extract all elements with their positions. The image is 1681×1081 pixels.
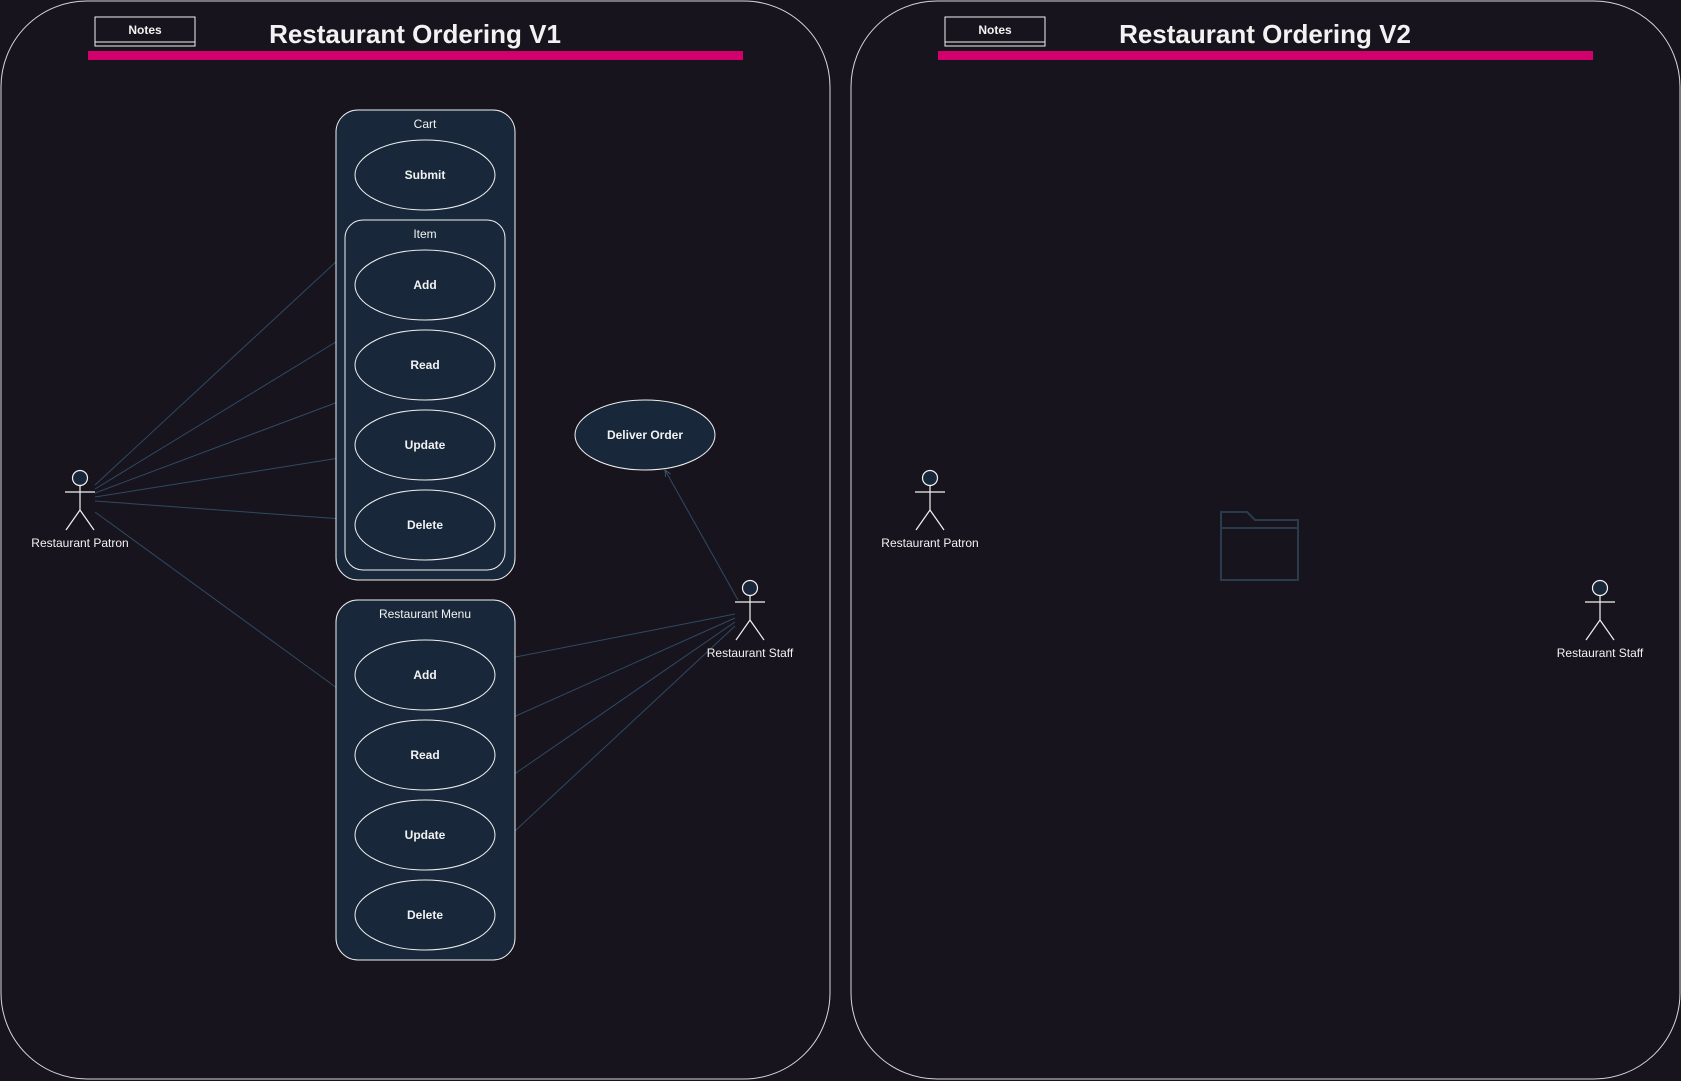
use-case-deliver-order[interactable]: Deliver Order <box>574 399 716 471</box>
use-case-submit[interactable]: Submit <box>354 139 496 211</box>
folder-icon <box>1220 511 1299 581</box>
title-accent-bar <box>88 51 743 60</box>
use-case-item-delete[interactable]: Delete <box>354 489 496 561</box>
use-case-item-update[interactable]: Update <box>354 409 496 481</box>
actor-label: Restaurant Staff <box>707 646 794 660</box>
restaurant-menu-group[interactable]: Restaurant Menu Add Read Update Delete <box>335 599 516 961</box>
association-patron-item-update <box>94 455 358 498</box>
use-case-label: Add <box>413 278 436 292</box>
panel-title: Restaurant Ordering V1 <box>269 19 561 49</box>
use-case-item-read[interactable]: Read <box>354 329 496 401</box>
panel-v2-frame <box>850 0 1681 1080</box>
use-case-menu-read[interactable]: Read <box>354 719 496 791</box>
use-case-label: Update <box>405 438 446 452</box>
association-staff-menu-add <box>490 613 736 662</box>
notes-button[interactable]: Notes <box>94 16 196 47</box>
actor-restaurant-staff[interactable]: Restaurant Staff <box>1557 579 1644 661</box>
actor-restaurant-patron[interactable]: Restaurant Patron <box>881 469 979 551</box>
item-group[interactable]: Item Add Read Update Delete <box>344 219 506 571</box>
association-staff-deliver-order <box>665 470 739 601</box>
use-case-label: Read <box>410 748 439 762</box>
notes-button[interactable]: Notes <box>944 16 1046 47</box>
cart-group-label: Cart <box>414 117 437 131</box>
use-case-menu-delete[interactable]: Delete <box>354 879 496 951</box>
use-case-label: Submit <box>405 168 446 182</box>
use-case-label: Delete <box>407 518 443 532</box>
use-case-label: Add <box>413 668 436 682</box>
stick-figure-icon <box>65 469 95 531</box>
use-case-menu-update[interactable]: Update <box>354 799 496 871</box>
title-accent-bar <box>938 51 1593 60</box>
association-patron-item-delete <box>94 500 356 520</box>
notes-label: Notes <box>978 23 1012 37</box>
panel-v2: Notes Restaurant Ordering V2 Restaurant … <box>850 0 1681 1080</box>
association-staff-menu-read <box>480 617 736 732</box>
restaurant-menu-group-label: Restaurant Menu <box>379 607 471 621</box>
panel-v1: Notes Restaurant Ordering V1 Cart Submit <box>0 0 831 1080</box>
cart-group[interactable]: Cart Submit Item Add Read U <box>335 109 516 581</box>
use-case-item-add[interactable]: Add <box>354 249 496 321</box>
use-case-menu-add[interactable]: Add <box>354 639 496 711</box>
stick-figure-icon <box>735 579 765 641</box>
actor-label: Restaurant Patron <box>31 536 128 550</box>
panel-title: Restaurant Ordering V2 <box>1119 19 1411 49</box>
stick-figure-icon <box>915 469 945 531</box>
notes-label: Notes <box>128 23 162 37</box>
use-case-label: Delete <box>407 908 443 922</box>
association-patron-item-read <box>94 390 370 494</box>
use-case-label: Deliver Order <box>607 428 683 442</box>
actor-label: Restaurant Staff <box>1557 646 1644 660</box>
actor-label: Restaurant Patron <box>881 536 978 550</box>
actor-restaurant-staff[interactable]: Restaurant Staff <box>707 579 794 661</box>
use-case-label: Read <box>410 358 439 372</box>
association-patron-item-add <box>94 315 380 490</box>
panel-v1-frame <box>0 0 831 1080</box>
use-case-label: Update <box>405 828 446 842</box>
stick-figure-icon <box>1585 579 1615 641</box>
item-group-label: Item <box>413 227 436 241</box>
actor-restaurant-patron[interactable]: Restaurant Patron <box>31 469 129 551</box>
